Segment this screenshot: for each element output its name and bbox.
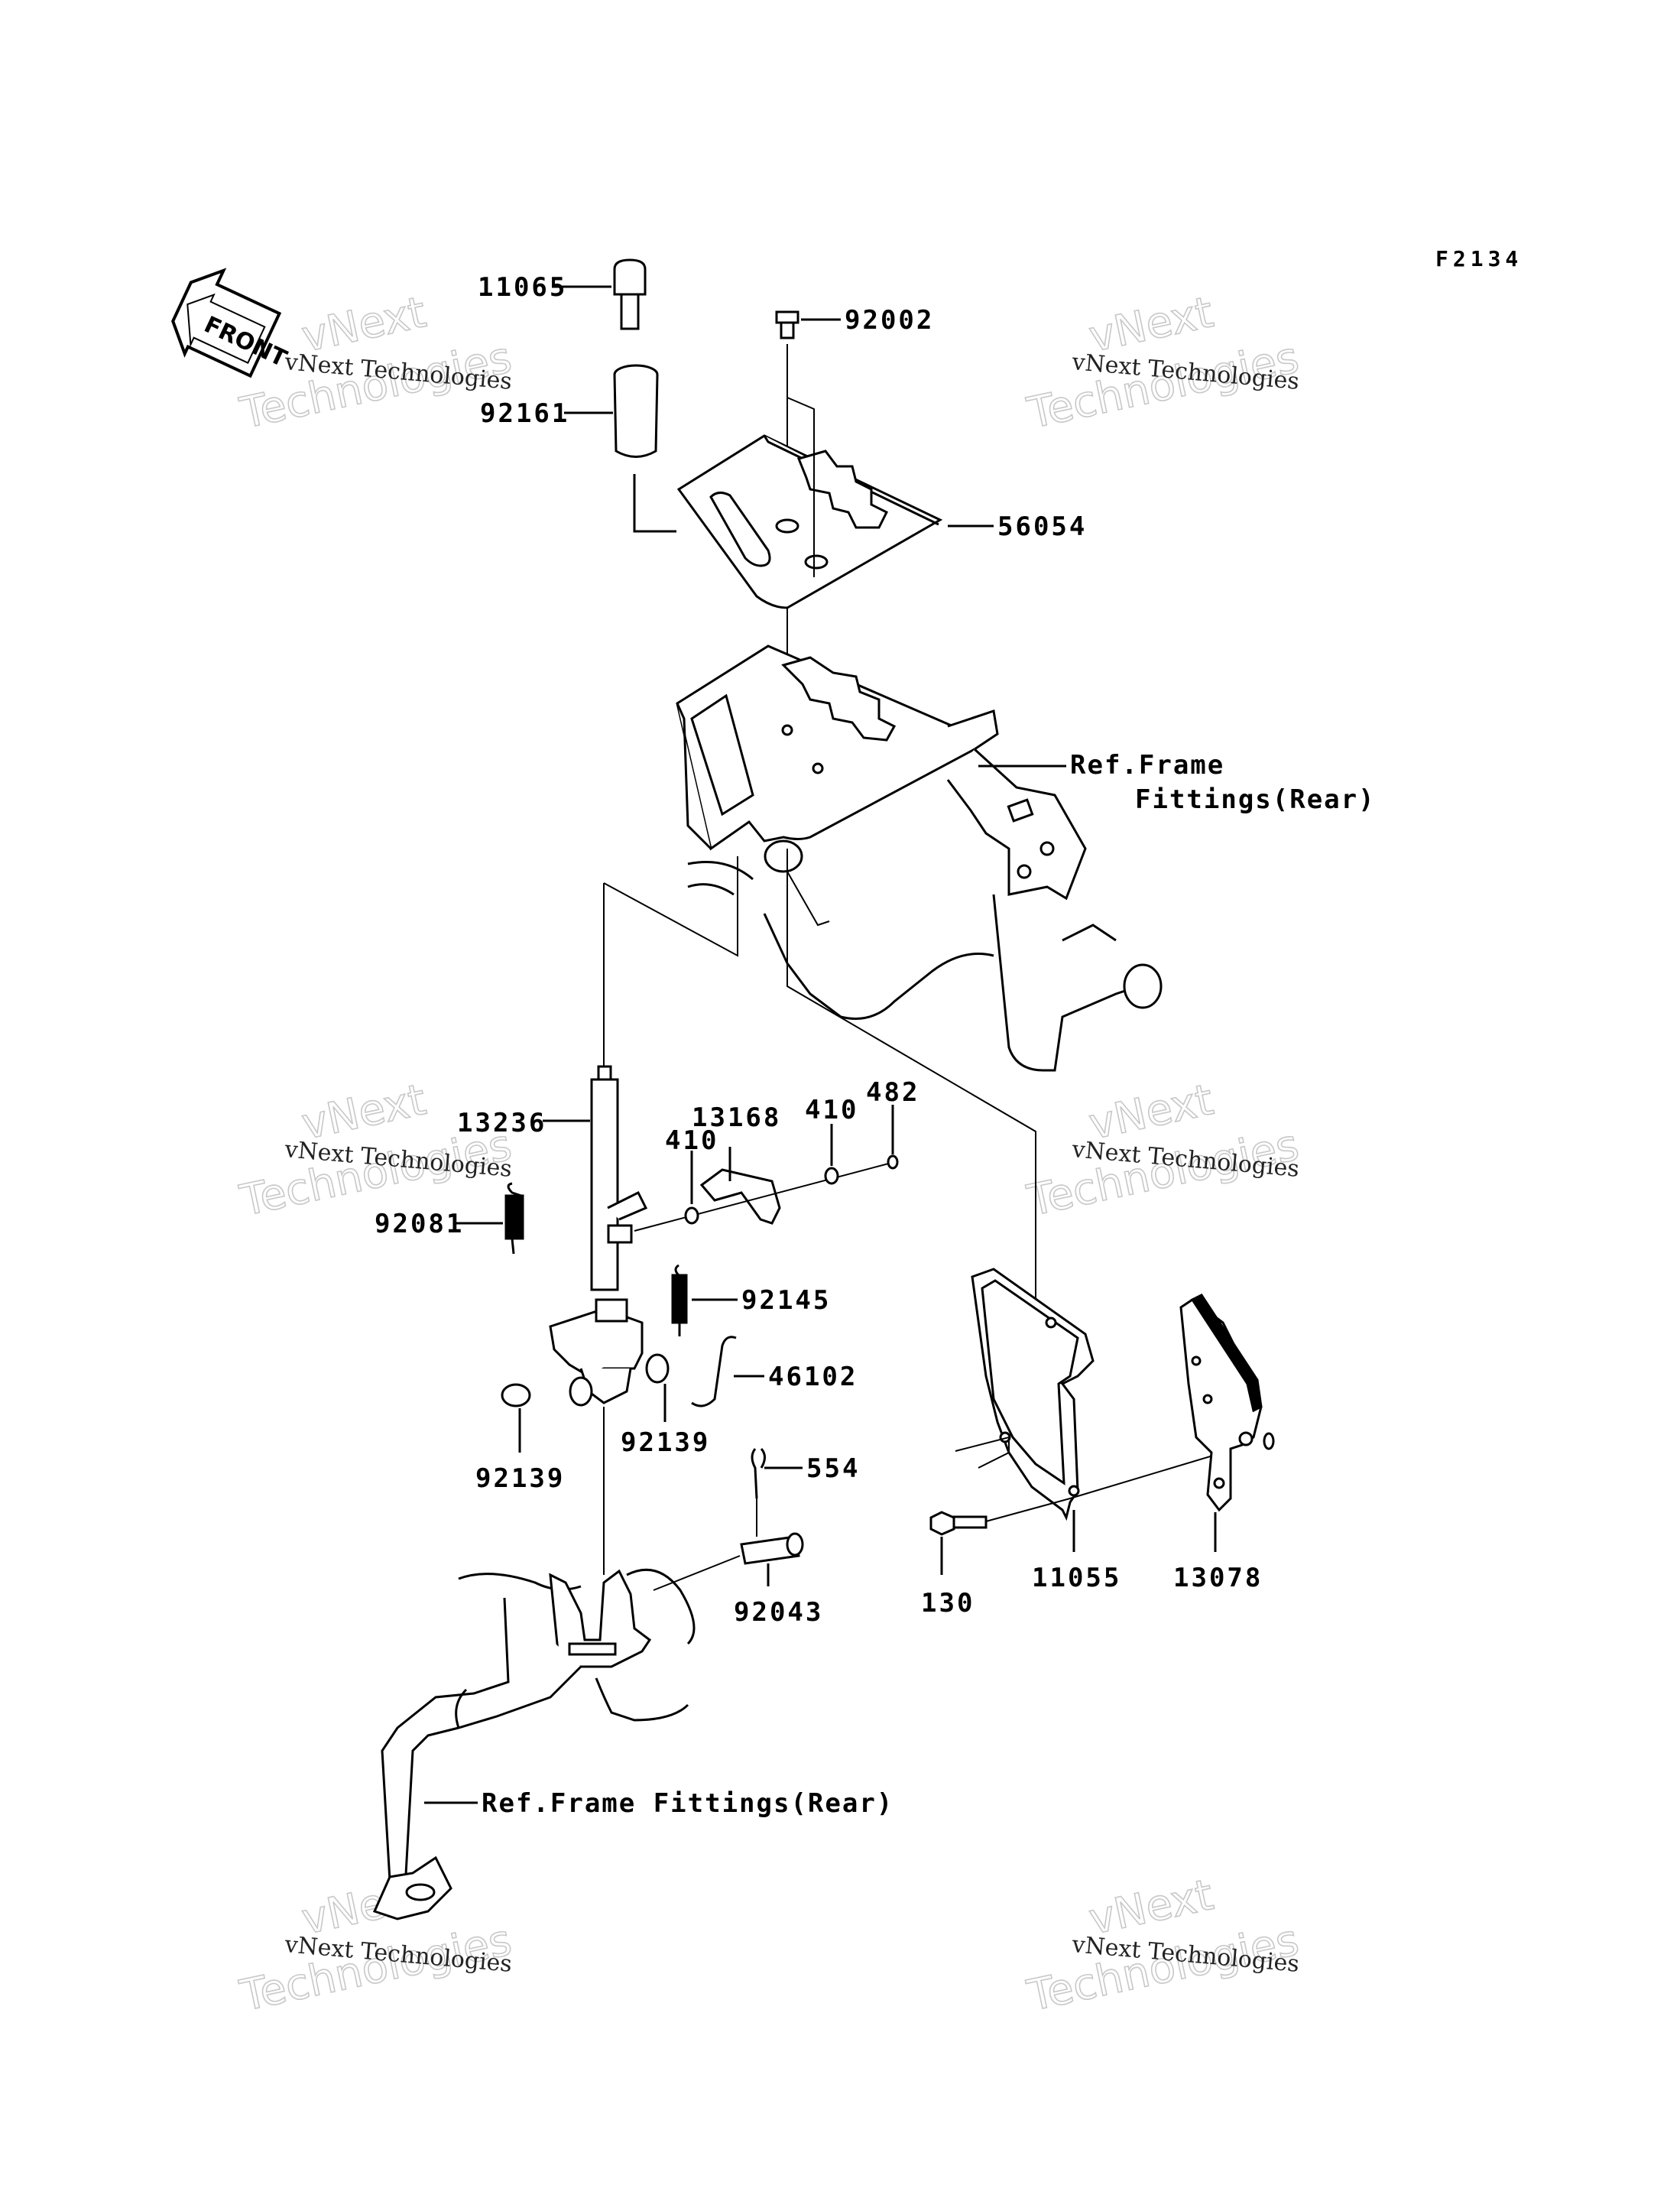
collar-92139-left [501,1383,531,1453]
part-label-13078: 13078 [1173,1563,1263,1593]
rod-46102 [691,1336,764,1407]
part-label-11055: 11055 [1032,1563,1121,1593]
part-label-92139-right: 92139 [621,1427,710,1458]
part-label-130: 130 [921,1588,975,1618]
arm-13168 [634,1105,899,1232]
part-label-410-right: 410 [805,1095,858,1125]
part-label-92139-left: 92139 [475,1463,565,1494]
shift-shaft-13236 [543,883,648,1291]
ref-label-top-line2: Fittings(Rear) [1135,784,1376,815]
part-label-554: 554 [806,1453,860,1484]
frame-pedal-mount [372,1568,696,1920]
watermark-bottom-right: vNext Technologies vNext Technologies [1023,1869,1304,2021]
spring-92081 [455,1182,524,1255]
bolt-130 [929,1452,1224,1575]
part-label-11065: 11065 [478,272,567,303]
part-label-46102: 46102 [768,1362,858,1392]
part-label-482: 482 [866,1077,919,1108]
watermark-bottom-left: vNext Technologies vNext Technologies [235,1869,517,2021]
bracket-11055 [955,1268,1095,1552]
part-label-410-left: 410 [665,1125,718,1156]
shift-plate-56054 [676,397,994,609]
frame-shift-mount [603,644,1163,1315]
part-label-56054: 56054 [997,511,1087,542]
part-label-13168: 13168 [692,1102,781,1133]
pin-92043 [653,1532,804,1591]
part-label-13236: 13236 [457,1108,546,1138]
part-label-92002: 92002 [845,305,934,336]
clip-554 [751,1447,803,1537]
part-label-92161: 92161 [480,398,569,429]
watermark-mid-left: vNext Technologies vNext Technologies [235,1074,517,1226]
watermark-mid-right: vNext Technologies vNext Technologies [1023,1074,1304,1226]
watermark-top-right: vNext Technologies vNext Technologies [1023,287,1304,439]
knob-cap-11065 [552,258,647,330]
ref-label-bottom: Ref.Frame Fittings(Rear) [482,1788,894,1819]
figure-code: F2134 [1435,246,1523,271]
part-label-92081: 92081 [375,1209,464,1239]
part-label-92043: 92043 [734,1597,823,1628]
sector-13078 [1179,1294,1275,1552]
spring-92145 [671,1264,738,1336]
grip-92161 [564,364,676,533]
part-label-92145: 92145 [741,1285,831,1316]
ref-label-top-line1: Ref.Frame [1070,750,1224,781]
shift-pivot-assembly [549,1298,670,1575]
front-direction-arrow-icon: FRONT [171,268,291,378]
